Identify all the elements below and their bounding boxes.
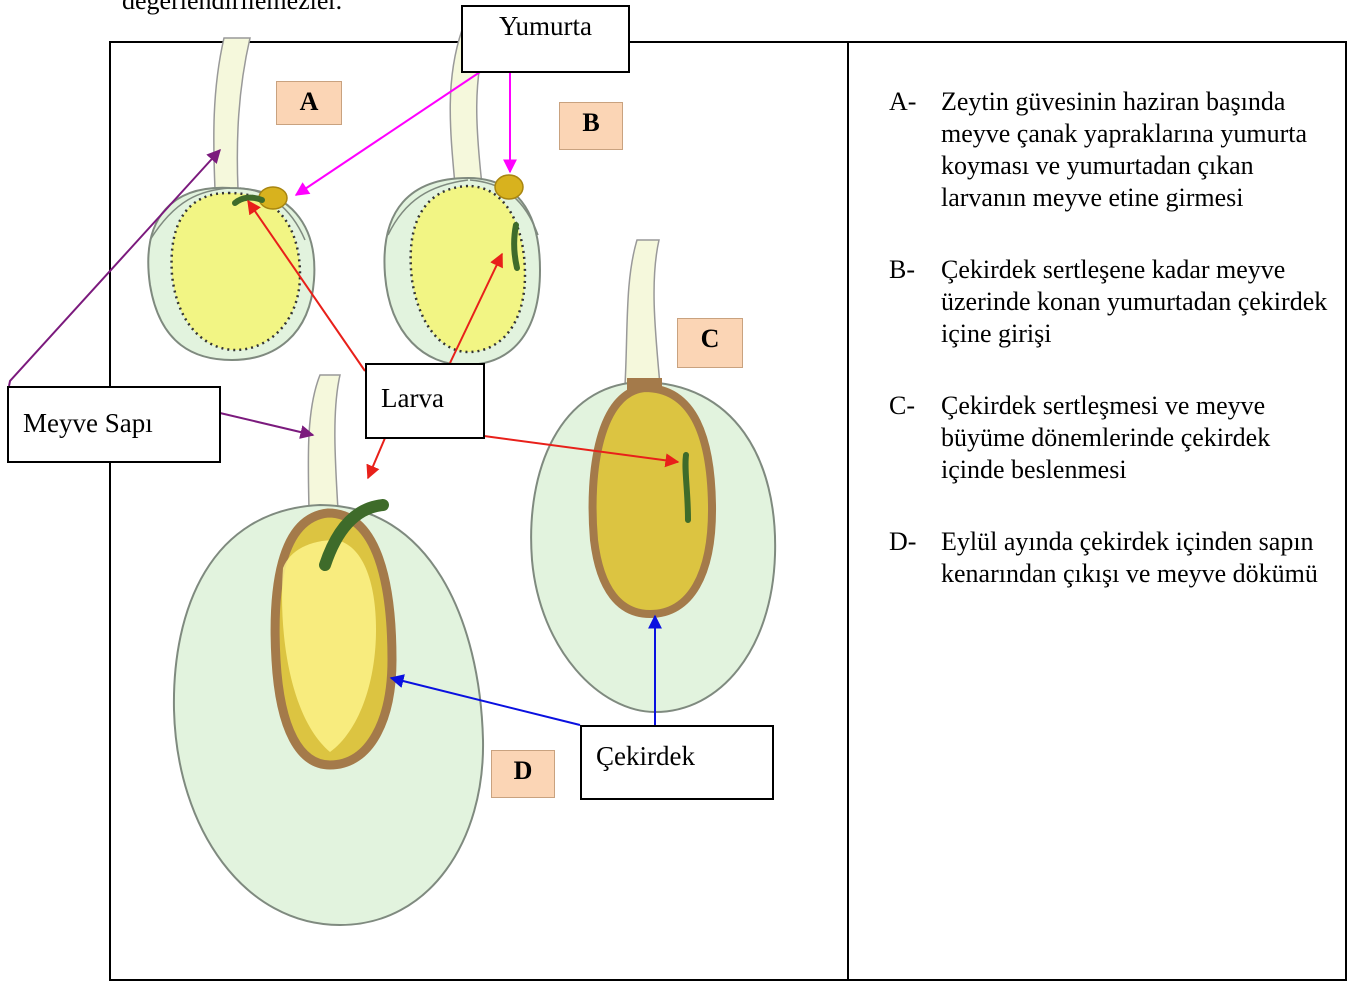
legend-text: Zeytin güvesinin haziran başında meyve ç… <box>941 86 1339 214</box>
legend-item-c: C- Çekirdek sertleşmesi ve meyve büyüme … <box>889 390 1339 486</box>
callout-egg: Yumurta <box>461 5 630 73</box>
callout-pit: Çekirdek <box>580 725 774 800</box>
fruit-b <box>384 30 540 365</box>
legend-item-d: D- Eylül ayında çekirdek içinden sapın k… <box>889 526 1339 590</box>
callout-stalk: Meyve Sapı <box>7 386 221 463</box>
arrow-larva-d <box>368 438 385 478</box>
fruit-b-egg <box>495 175 523 199</box>
legend-item-a: A- Zeytin güvesinin haziran başında meyv… <box>889 86 1339 214</box>
legend-key: C- <box>889 390 941 486</box>
stage-tag-a: A <box>276 81 342 125</box>
legend-text: Eylül ayında çekirdek içinden sapın kena… <box>941 526 1339 590</box>
legend-key: D- <box>889 526 941 590</box>
arrow-stalk-d <box>220 413 313 435</box>
fruit-d-stalk <box>308 375 340 510</box>
legend-item-b: B- Çekirdek sertleşene kadar meyve üzeri… <box>889 254 1339 350</box>
fruit-c-stalk <box>625 240 660 385</box>
stage-tag-d: D <box>491 750 555 798</box>
stage-tag-b: B <box>559 102 623 150</box>
legend-key: A- <box>889 86 941 214</box>
legend-key: B- <box>889 254 941 350</box>
fruit-a-core <box>172 193 300 350</box>
stage-tag-c: C <box>677 318 743 368</box>
legend-text: Çekirdek sertleşmesi ve meyve büyüme dön… <box>941 390 1339 486</box>
fruit-b-larva <box>514 225 517 268</box>
stage-legend: A- Zeytin güvesinin haziran başında meyv… <box>889 86 1339 630</box>
fruit-c <box>531 240 775 712</box>
olive-moth-life-cycle-diagram <box>0 0 848 971</box>
fruit-a-stalk <box>214 38 250 190</box>
legend-text: Çekirdek sertleşene kadar meyve üzerinde… <box>941 254 1339 350</box>
callout-larva: Larva <box>365 363 485 439</box>
fruit-c-larva <box>685 455 688 520</box>
fruit-c-pit <box>593 388 712 614</box>
